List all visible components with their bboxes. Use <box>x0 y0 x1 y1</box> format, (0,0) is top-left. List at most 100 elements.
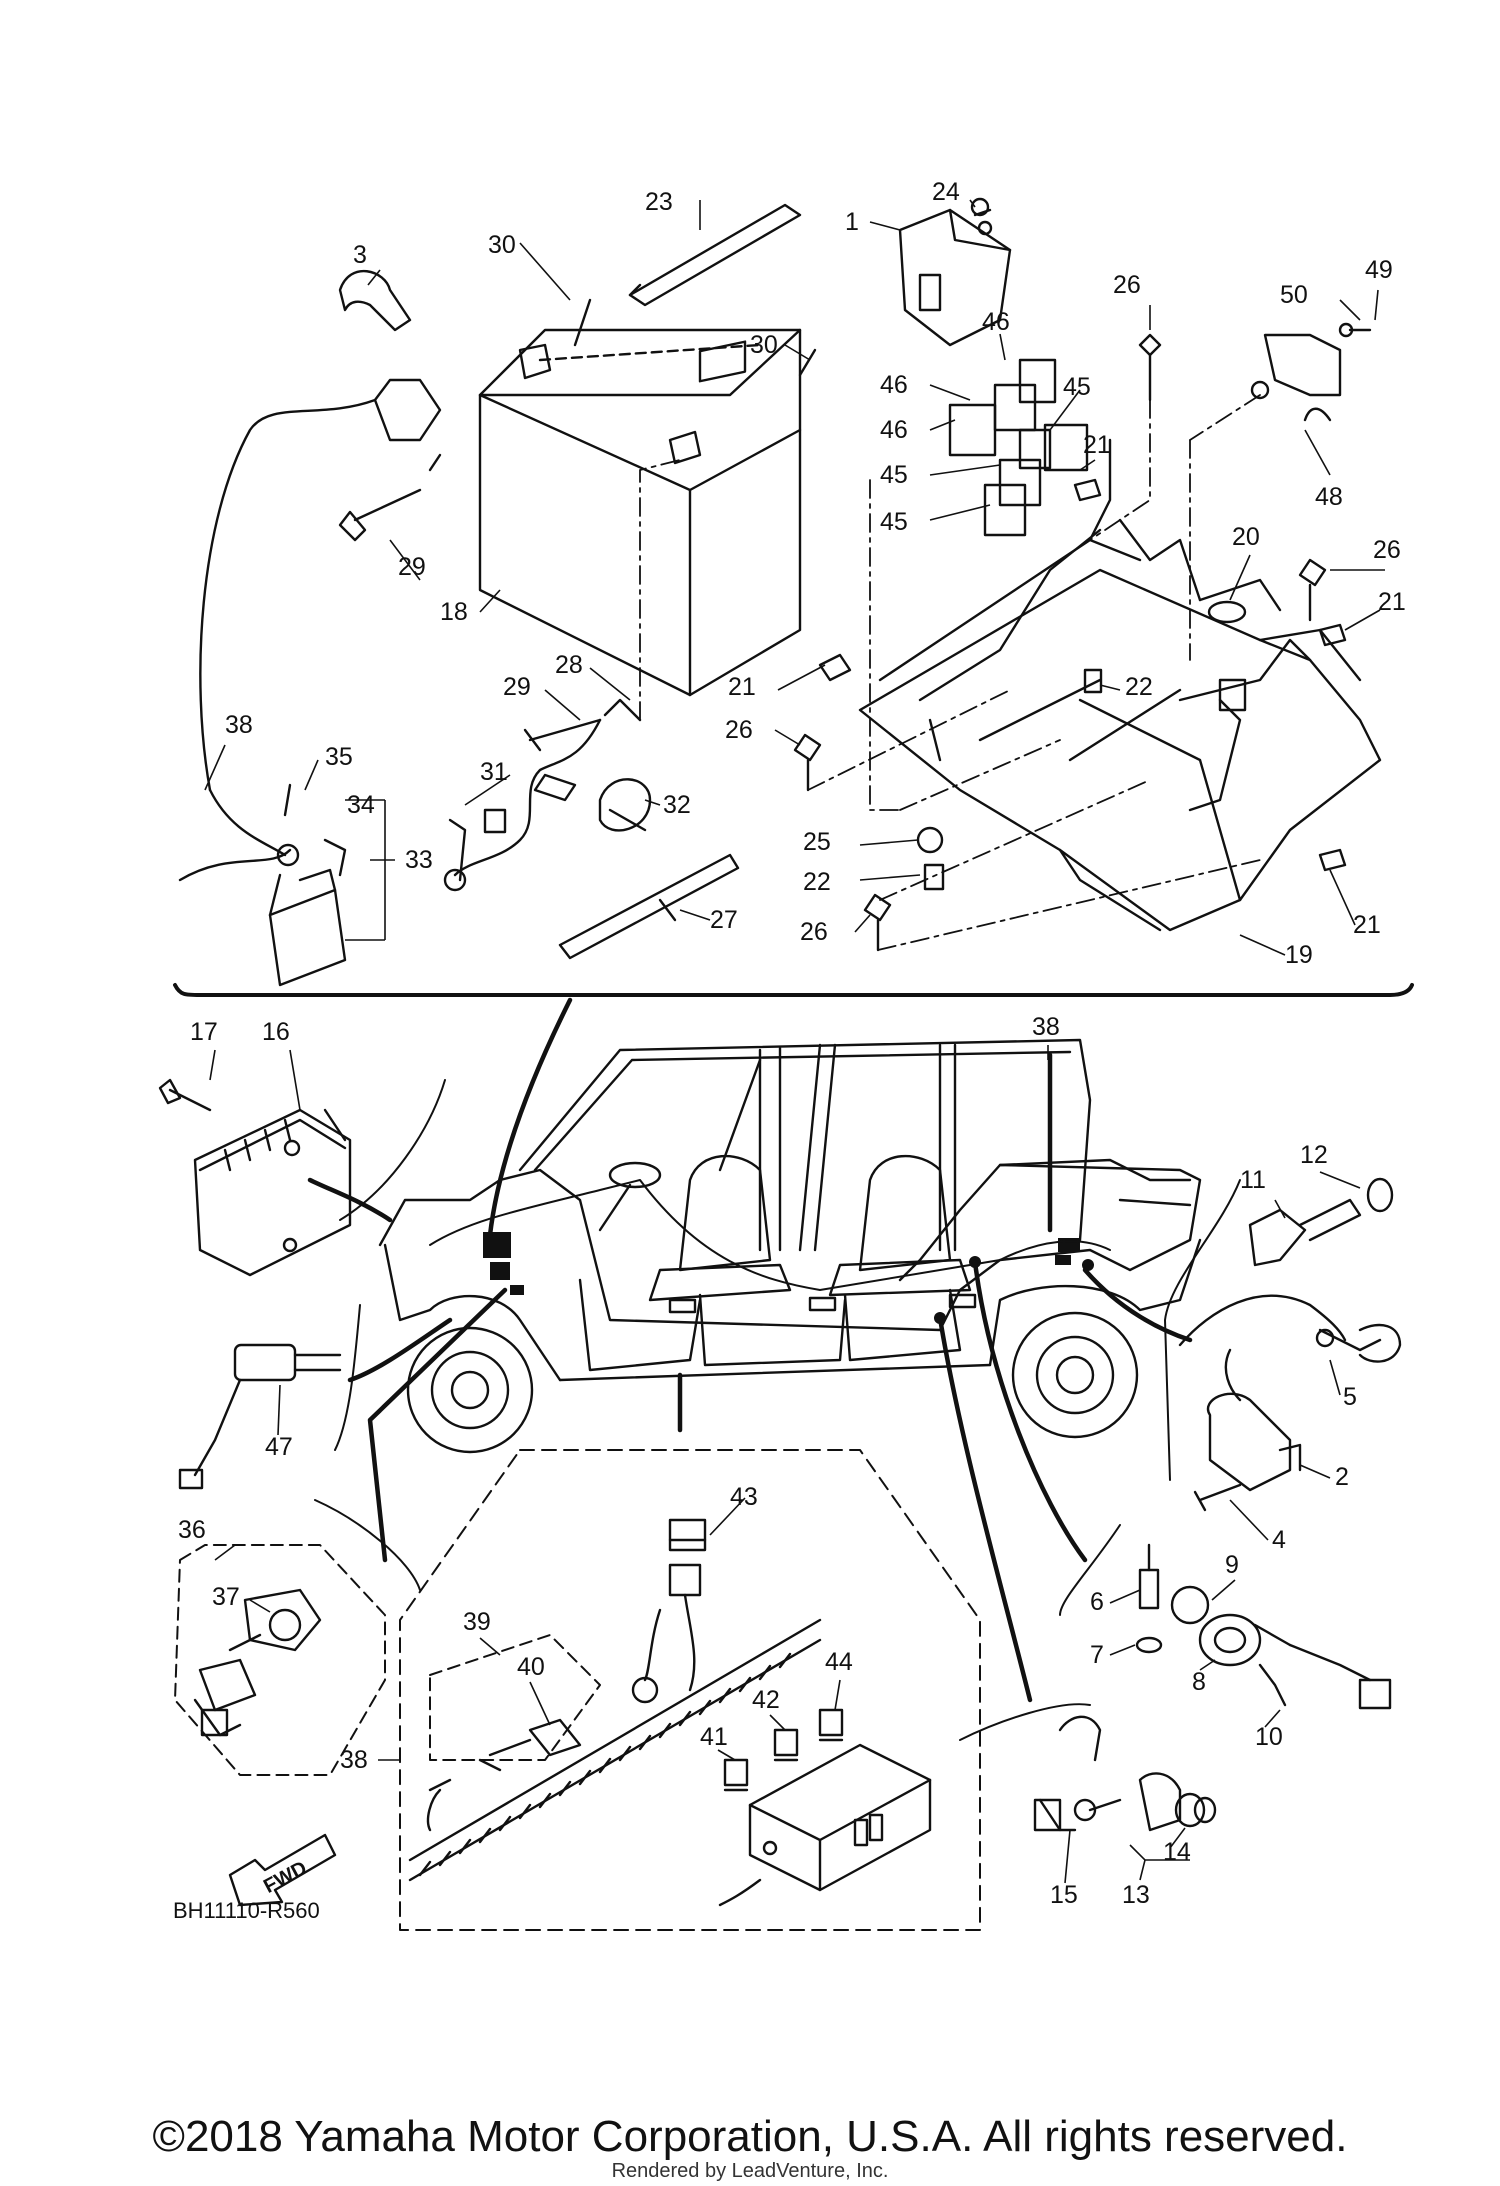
callout-16: 16 <box>262 1018 290 1046</box>
battery-cable-left <box>199 378 442 792</box>
ecu <box>898 208 1012 347</box>
callout-26d: 26 <box>800 918 828 946</box>
callout-6: 6 <box>1090 1588 1104 1616</box>
clip-21-c <box>1318 623 1347 647</box>
fwd-label: FWD <box>260 1857 311 1898</box>
group-39-outline <box>429 1634 601 1761</box>
battery-cable-28 <box>443 698 642 892</box>
assembly-lines-top <box>639 394 1261 951</box>
battery-box <box>858 438 1382 932</box>
callout-37: 37 <box>212 1583 240 1611</box>
battery-strap <box>628 203 802 307</box>
callout-43: 43 <box>730 1483 758 1511</box>
callout-26: 26 <box>1113 271 1141 299</box>
switch-37 <box>193 1588 322 1737</box>
grommet-20 <box>1207 600 1247 624</box>
starter-relay <box>178 783 347 987</box>
callout-5: 5 <box>1343 1383 1357 1411</box>
callout-13: 13 <box>1122 1881 1150 1909</box>
regulator <box>193 1108 352 1277</box>
callout-31: 31 <box>480 758 508 786</box>
callout-11: 11 <box>1240 1166 1266 1194</box>
bolt-4 <box>1193 1483 1242 1512</box>
callout-40: 40 <box>517 1653 545 1681</box>
sensor-6 <box>1135 1543 1163 1654</box>
callout-41: 41 <box>700 1723 728 1751</box>
callout-26b: 26 <box>1373 536 1401 564</box>
callout-30b: 30 <box>750 331 778 359</box>
clip-21-d <box>1318 848 1347 872</box>
callout-46b: 46 <box>880 371 908 399</box>
leader-lines <box>307 997 1193 1703</box>
clip-22-low <box>923 863 945 891</box>
sensor-13 <box>1033 1715 1217 1832</box>
callout-1: 1 <box>845 208 859 236</box>
fwd-arrow <box>228 1833 337 1907</box>
vehicle <box>378 1038 1202 1454</box>
sensor-48 <box>1250 322 1372 422</box>
diagram-code: BH11110-R560 <box>173 1898 320 1923</box>
callout-38: 38 <box>225 711 253 739</box>
bolt-26-top <box>1138 333 1162 402</box>
callout-46: 46 <box>982 308 1010 336</box>
nut-25 <box>916 826 944 854</box>
callout-34: 34 <box>347 791 375 819</box>
callout-20: 20 <box>1232 523 1260 551</box>
callout-22b: 22 <box>803 868 831 896</box>
callout-32: 32 <box>663 791 691 819</box>
callout-38c: 38 <box>340 1746 368 1774</box>
callout-36: 36 <box>178 1516 206 1544</box>
callout-26c: 26 <box>725 716 753 744</box>
callout-leaders <box>204 199 1385 1884</box>
callout-46c: 46 <box>880 416 908 444</box>
clamp-32 <box>598 778 652 832</box>
callout-47: 47 <box>265 1433 293 1461</box>
callout-8: 8 <box>1192 1668 1206 1696</box>
callout-23: 23 <box>645 188 673 216</box>
callout-12: 12 <box>1300 1141 1328 1169</box>
callout-48: 48 <box>1315 483 1343 511</box>
group-36-outline <box>174 1544 386 1776</box>
callout-19: 19 <box>1285 941 1313 969</box>
harness-markers <box>483 1232 1094 1324</box>
bolt-31 <box>448 818 467 882</box>
bolt-26-low <box>863 893 892 952</box>
bolt-26-right <box>1298 558 1327 622</box>
vehicle-harness <box>429 1179 1111 1291</box>
callout-35: 35 <box>325 743 353 771</box>
callout-9: 9 <box>1225 1551 1239 1579</box>
clip-21-a <box>818 653 852 682</box>
sensor-47 <box>178 1343 342 1490</box>
bolt-17 <box>158 1078 212 1112</box>
callout-50: 50 <box>1280 281 1308 309</box>
cable-tie-27 <box>558 853 740 960</box>
callout-numbers: 1 2 3 4 5 6 7 8 9 10 11 12 13 14 15 16 1… <box>173 178 1406 1923</box>
callout-14: 14 <box>1163 1838 1191 1866</box>
callout-15: 15 <box>1050 1881 1078 1909</box>
callout-30: 30 <box>488 231 516 259</box>
callout-3: 3 <box>353 241 367 269</box>
callout-7: 7 <box>1090 1641 1104 1669</box>
clip-22-mid <box>1083 668 1103 694</box>
callout-49: 49 <box>1365 256 1393 284</box>
copyright-notice: ©2018 Yamaha Motor Corporation, U.S.A. A… <box>152 2112 1348 2161</box>
callout-38b: 38 <box>1032 1013 1060 1041</box>
callout-24: 24 <box>932 178 960 206</box>
callout-27: 27 <box>710 906 738 934</box>
ignition-coil <box>1178 1294 1402 1492</box>
bolt-29-upper <box>338 488 422 542</box>
harness-detail-box <box>399 1449 981 1931</box>
callout-29b: 29 <box>503 673 531 701</box>
relays <box>948 358 1089 537</box>
callout-45c: 45 <box>880 508 908 536</box>
callout-28: 28 <box>555 651 583 679</box>
battery <box>478 298 817 697</box>
callout-45: 45 <box>1063 373 1091 401</box>
callout-44: 44 <box>825 1648 853 1676</box>
bolt-29-lower <box>523 718 602 752</box>
rendered-by-notice: Rendered by LeadVenture, Inc. <box>611 2160 889 2182</box>
callout-21: 21 <box>728 673 756 701</box>
bolt-26-mid <box>793 733 822 792</box>
callout-21d: 21 <box>1353 911 1381 939</box>
callout-18: 18 <box>440 598 468 626</box>
